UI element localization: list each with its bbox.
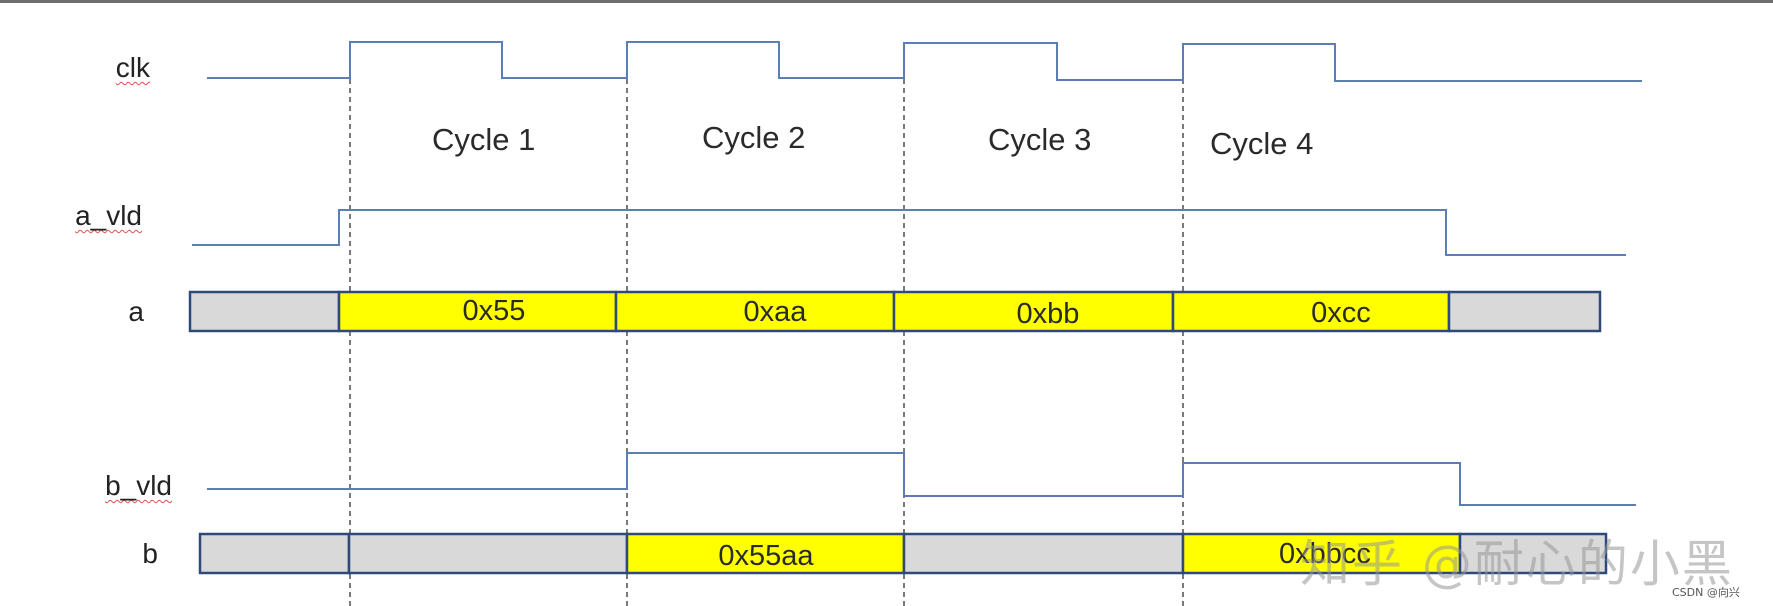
b-value-1: 0x55aa <box>718 540 814 572</box>
a-value-4: 0xcc <box>1311 297 1371 329</box>
b-bus-segment-2 <box>1181 532 1462 575</box>
a-value-3: 0xbb <box>1017 298 1080 330</box>
a-bus-segment-3 <box>892 290 1175 333</box>
signal-label-a-vld: a_vld <box>75 200 142 231</box>
cycle-label-2: Cycle 2 <box>702 120 806 155</box>
signal-label-a: a <box>128 296 144 327</box>
signal-label-b: b <box>142 538 158 569</box>
a-bus <box>188 290 1602 333</box>
watermark: 知乎 @耐心的小黑 <box>1300 535 1734 593</box>
signal-label-b-vld: b_vld <box>105 470 172 501</box>
footer-credit: CSDN @向兴 <box>1672 586 1740 599</box>
a-bus-idle-start <box>188 290 341 333</box>
b-bus <box>198 532 1608 575</box>
cycle-boundaries <box>349 70 1184 606</box>
a-vld-waveform <box>192 209 1626 256</box>
b-bus-segment-1 <box>625 532 906 575</box>
cycle-label-3: Cycle 3 <box>988 122 1092 157</box>
b-value-2: 0xbbcc <box>1279 538 1371 570</box>
b-bus-idle-4 <box>1458 532 1608 575</box>
b-bus-idle-1 <box>198 532 351 575</box>
clk-waveform <box>207 41 1642 82</box>
signal-label-clk: clk <box>115 52 150 83</box>
b-vld-waveform <box>207 452 1636 506</box>
a-value-2: 0xaa <box>744 296 808 328</box>
cycle-label-1: Cycle 1 <box>432 122 536 157</box>
top-border-line <box>0 0 1773 3</box>
a-bus-segment-1 <box>337 290 618 333</box>
a-value-1: 0x55 <box>463 295 526 327</box>
a-bus-idle-end <box>1447 290 1602 333</box>
cycle-label-4: Cycle 4 <box>1210 126 1314 161</box>
b-bus-idle-2 <box>347 532 629 575</box>
b-bus-idle-3 <box>902 532 1185 575</box>
